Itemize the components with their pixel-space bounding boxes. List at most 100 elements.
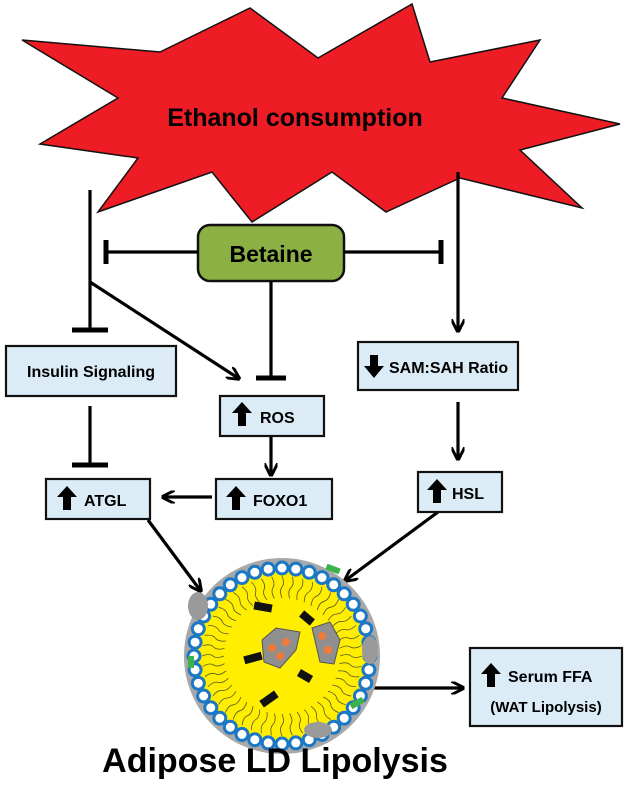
node-atgl: ATGL — [44, 477, 152, 521]
acyl-chain — [202, 663, 225, 667]
rim-bead — [234, 726, 250, 742]
ros-label: ROS — [260, 410, 295, 427]
acyl-chain — [225, 696, 242, 713]
rim-bead — [247, 732, 263, 748]
rim-bead — [260, 735, 276, 751]
acyl-chain — [271, 576, 275, 599]
acyl-chain — [260, 578, 268, 601]
rim-bead — [222, 719, 238, 735]
up-arrow-icon — [232, 402, 252, 426]
acyl-chain — [332, 684, 352, 697]
rim-bead — [212, 586, 228, 602]
insulin-signaling-label: Insulin Signaling — [27, 364, 155, 381]
node-ros: ROS — [218, 394, 326, 438]
up-arrow-icon — [226, 486, 246, 510]
rim-bead — [361, 662, 377, 678]
rim-bead — [260, 561, 276, 577]
acyl-chain — [296, 578, 304, 601]
acyl-chain — [288, 576, 294, 599]
acyl-chain — [208, 625, 229, 635]
acyl-chain — [310, 586, 323, 606]
connectors — [72, 172, 462, 688]
acyl-chain — [335, 677, 356, 687]
rim-bead — [212, 710, 228, 726]
up-arrow-icon — [57, 486, 77, 510]
acyl-chain — [204, 634, 227, 642]
acyl-chain — [322, 599, 339, 616]
acyl-chain — [339, 654, 363, 658]
acyl-chain — [251, 709, 261, 730]
rim-bead — [352, 608, 368, 624]
rim-bead — [190, 675, 206, 691]
foxo1-label: FOXO1 — [253, 493, 307, 510]
rim-bead — [234, 570, 250, 586]
acyl-chain — [212, 615, 232, 628]
acyl-chain — [218, 691, 237, 705]
wat-lipolysis-label: (WAT Lipolysis) — [490, 699, 601, 716]
acyl-chain — [327, 690, 346, 706]
ethanol-consumption-label: Ethanol consumption — [167, 104, 423, 132]
acyl-chain — [201, 654, 225, 658]
serum-ffa-label: Serum FFA — [508, 669, 593, 686]
rim-bead — [203, 700, 219, 716]
acyl-chain — [339, 645, 362, 649]
node-insulin: Insulin Signaling — [4, 344, 178, 398]
rim-bead — [274, 736, 290, 752]
atgl-label: ATGL — [84, 493, 127, 510]
acyl-chain — [335, 625, 357, 635]
down-arrow-icon — [364, 355, 384, 378]
rim-bead — [288, 561, 304, 577]
rim-bead — [196, 688, 212, 704]
betaine-label: Betaine — [229, 241, 312, 267]
acyl-chain — [317, 701, 331, 720]
rim-bead — [358, 621, 374, 637]
acyl-chain — [225, 599, 242, 616]
rim-bead — [326, 577, 342, 593]
node-samsah: SAM:SAH Ratio — [356, 340, 520, 392]
ethanol-to-ros-arrow — [89, 280, 238, 378]
droplet-proteins — [188, 563, 378, 738]
droplet-acyl-chains — [201, 575, 363, 737]
adipose-ld-lipolysis-label: Adipose LD Lipolysis — [102, 742, 448, 780]
rim-bead — [247, 564, 263, 580]
rim-bead — [187, 634, 203, 650]
acyl-chain — [280, 575, 284, 599]
acyl-chain — [316, 592, 332, 611]
acyl-chain — [241, 706, 254, 726]
node-serum-ffa: Serum FFA (WAT Lipolysis) — [468, 646, 624, 728]
lipid-droplet — [184, 558, 380, 754]
acyl-chain — [327, 607, 346, 621]
acyl-chain — [322, 696, 339, 713]
rim-bead — [358, 675, 374, 691]
up-arrow-icon — [427, 479, 447, 503]
rim-bead — [345, 596, 361, 612]
rim-bead — [190, 621, 206, 637]
acyl-chain — [270, 713, 276, 736]
rim-bead — [336, 710, 352, 726]
sam-sah-label: SAM:SAH Ratio — [389, 360, 508, 377]
acyl-chain — [280, 713, 284, 737]
atgl-to-droplet-arrow — [146, 519, 200, 590]
node-foxo1: FOXO1 — [214, 477, 334, 521]
hsl-label: HSL — [452, 486, 484, 503]
up-arrow-icon — [481, 663, 501, 687]
ethanol-burst — [21, 2, 621, 223]
acyl-chain — [303, 582, 313, 603]
node-hsl: HSL — [416, 470, 504, 514]
acyl-chain — [218, 606, 237, 622]
acyl-chain — [232, 701, 248, 720]
acyl-chain — [212, 684, 233, 697]
acyl-chain — [337, 670, 360, 678]
acyl-chain — [331, 615, 352, 628]
acyl-chain — [339, 662, 362, 668]
rim-bead — [274, 560, 290, 576]
rim-bead — [336, 586, 352, 602]
acyl-chain — [251, 581, 261, 603]
rim-bead — [314, 570, 330, 586]
acyl-chain — [207, 677, 229, 687]
acyl-chain — [241, 586, 254, 607]
acyl-chain — [289, 713, 293, 736]
acyl-chain — [337, 634, 360, 642]
acyl-chain — [233, 592, 247, 611]
